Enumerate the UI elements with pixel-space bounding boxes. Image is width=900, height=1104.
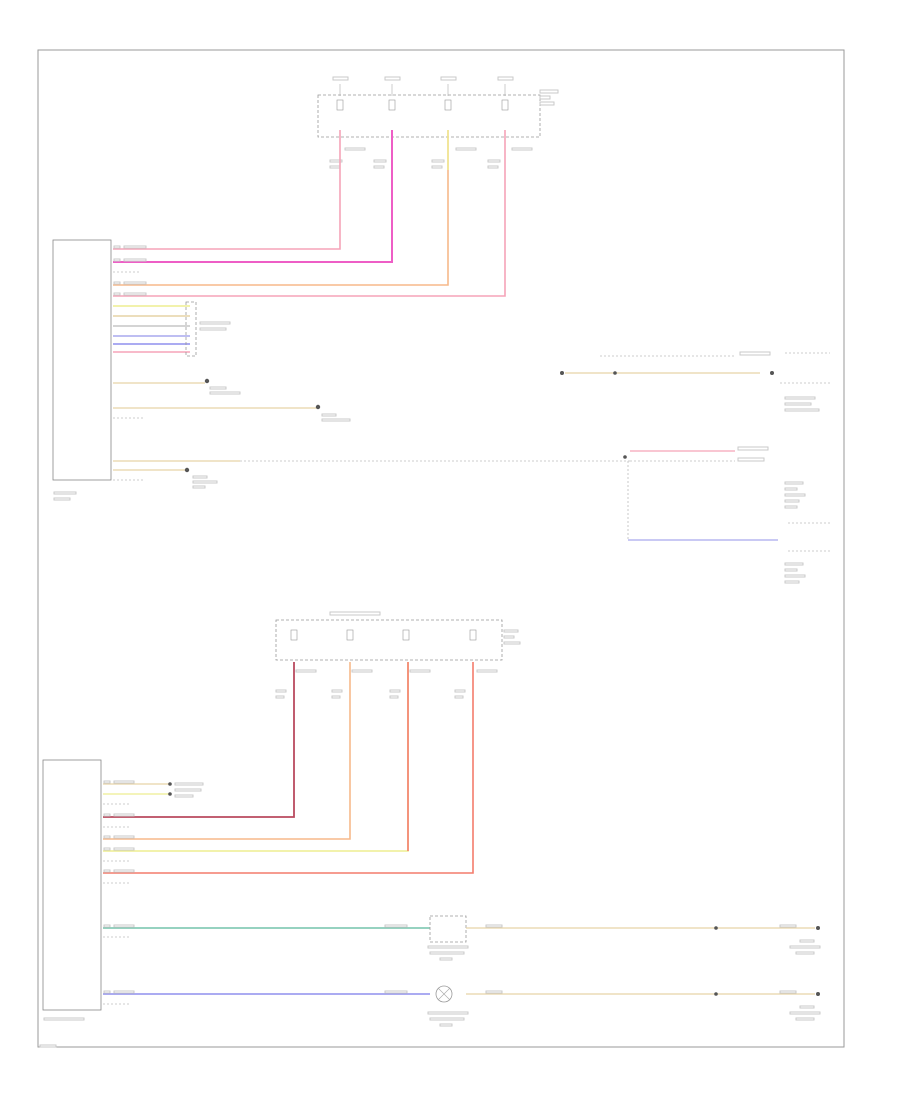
top-module-wires: [113, 130, 630, 489]
top-fuse-4: [497, 76, 514, 111]
right-upper-connections: [560, 351, 832, 584]
body-control-module: [52, 239, 112, 481]
wire-b-yel: [103, 662, 409, 852]
wire-w-or1: [113, 130, 449, 286]
top-fuse-2: [384, 76, 401, 111]
bottom-fuse-4: [469, 629, 477, 641]
wire-w-pink2: [113, 130, 506, 297]
bottom-fuse-1: [290, 629, 298, 641]
bottom-fuse-2: [346, 629, 354, 641]
lamp-icon: [435, 985, 453, 1003]
wire-w-pink1: [113, 130, 341, 250]
bottom-module-wires: [103, 662, 821, 1027]
top-fuse-1: [332, 76, 349, 111]
wire-b-dred: [103, 662, 295, 818]
wire-b-salmon2: [103, 662, 474, 874]
bottom-fuse-box: [275, 619, 503, 661]
diagram-frame: [37, 49, 845, 1048]
top-fuse-3: [440, 76, 457, 111]
wire-b-or: [103, 662, 351, 840]
instrument-module: [42, 759, 102, 1011]
wire-w-mag: [113, 130, 393, 263]
top-fuse-box: [317, 94, 541, 138]
bottom-module-pins: [103, 780, 797, 994]
bottom-fuse-3: [402, 629, 410, 641]
top-fuse-block: [317, 76, 559, 169]
top-module-pins: [113, 245, 147, 296]
bottom-fuse-block: [275, 611, 521, 699]
module-caption-1: [53, 491, 77, 495]
